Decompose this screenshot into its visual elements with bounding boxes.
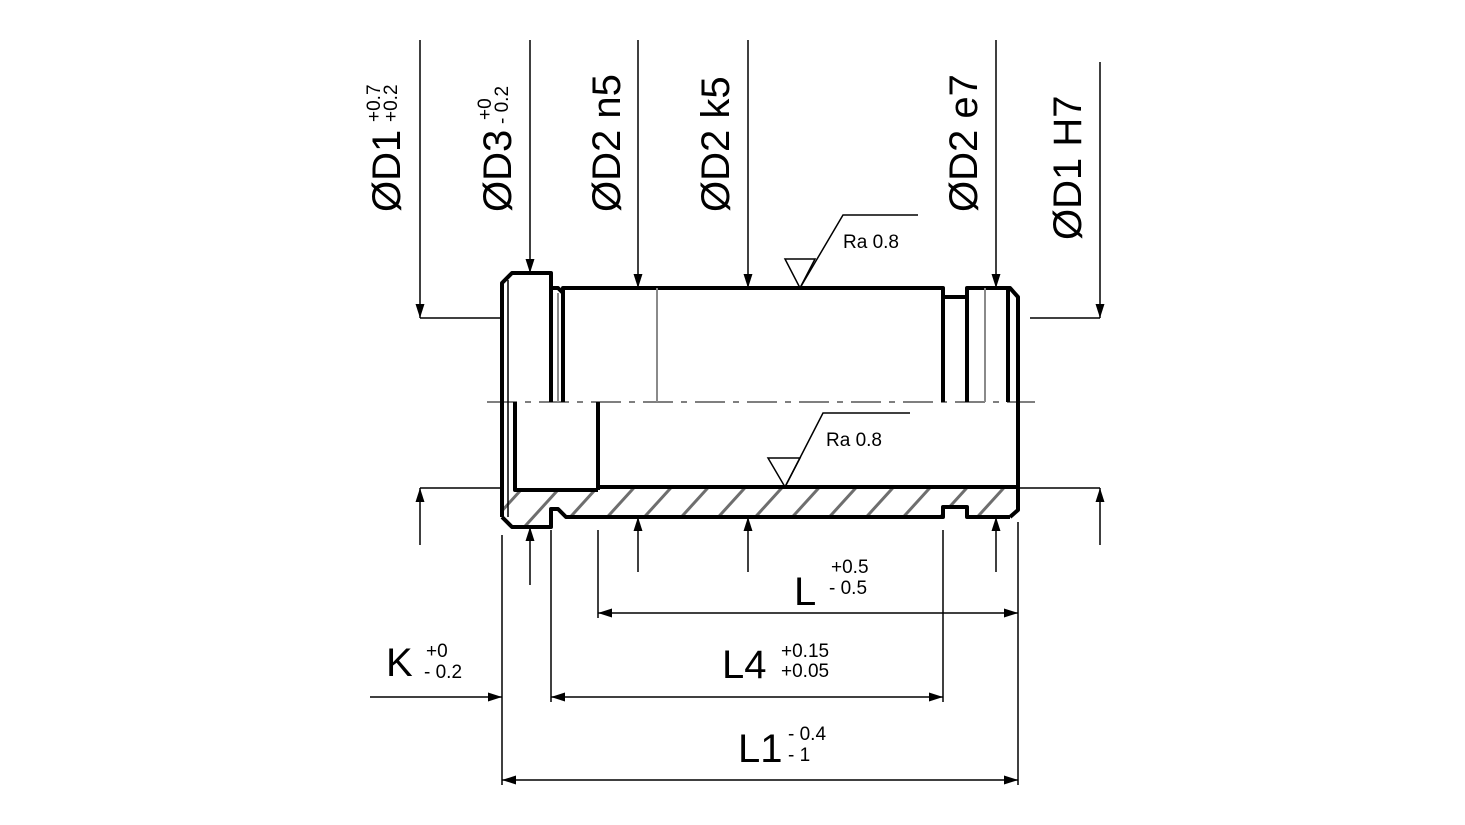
svg-text:L1: L1 bbox=[738, 727, 783, 771]
d3-tol-lower: - 0.2 bbox=[492, 86, 513, 124]
svg-text:ØD2 n5: ØD2 n5 bbox=[585, 74, 629, 212]
svg-text:+0.05: +0.05 bbox=[781, 661, 829, 682]
label-d2-e7: ØD2 e7 bbox=[942, 74, 986, 212]
roughness-symbol-outer: Ra 0.8 bbox=[783, 214, 918, 290]
d1-tol-lower: +0.2 bbox=[381, 84, 402, 122]
diameter-dimensions bbox=[415, 40, 1105, 585]
label-L1: L1 - 0.4 - 1 bbox=[738, 724, 826, 771]
svg-text:L: L bbox=[794, 570, 816, 614]
svg-text:ØD2 k5: ØD2 k5 bbox=[694, 76, 738, 212]
svg-text:ØD2 e7: ØD2 e7 bbox=[942, 74, 986, 212]
svg-text:- 0.5: - 0.5 bbox=[829, 578, 867, 599]
label-d1-h7: ØD1 H7 bbox=[1046, 96, 1090, 241]
svg-text:L4: L4 bbox=[722, 643, 767, 687]
svg-text:Ra 0.8: Ra 0.8 bbox=[843, 232, 899, 253]
length-dimensions bbox=[370, 522, 1019, 785]
label-d3: ØD3 +0 - 0.2 bbox=[475, 86, 520, 212]
svg-text:- 1: - 1 bbox=[788, 745, 810, 766]
svg-text:ØD1 H7: ØD1 H7 bbox=[1046, 96, 1090, 241]
svg-text:- 0.2: - 0.2 bbox=[424, 662, 462, 683]
label-d2-n5: ØD2 n5 bbox=[585, 74, 629, 212]
svg-text:+0.15: +0.15 bbox=[781, 641, 829, 662]
d3-tol-upper: +0 bbox=[475, 98, 496, 120]
svg-text:K: K bbox=[386, 641, 413, 685]
label-L4: L4 +0.15 +0.05 bbox=[722, 641, 829, 687]
label-K: K +0 - 0.2 bbox=[386, 641, 462, 685]
label-d2-k5: ØD2 k5 bbox=[694, 76, 738, 212]
svg-text:- 0.4: - 0.4 bbox=[788, 724, 826, 745]
svg-text:Ra 0.8: Ra 0.8 bbox=[826, 430, 882, 451]
svg-text:+0: +0 bbox=[426, 641, 448, 662]
svg-text:+0.5: +0.5 bbox=[831, 557, 869, 578]
label-d1-top: ØD1 +0.7 +0.2 bbox=[364, 84, 409, 212]
d1-label: ØD1 bbox=[365, 130, 409, 212]
d3-label: ØD3 bbox=[476, 130, 520, 212]
roughness-symbol-inner: Ra 0.8 bbox=[766, 412, 910, 489]
d1-tol-upper: +0.7 bbox=[364, 84, 385, 122]
label-L: L +0.5 - 0.5 bbox=[794, 557, 869, 614]
part-outline bbox=[500, 271, 1020, 529]
